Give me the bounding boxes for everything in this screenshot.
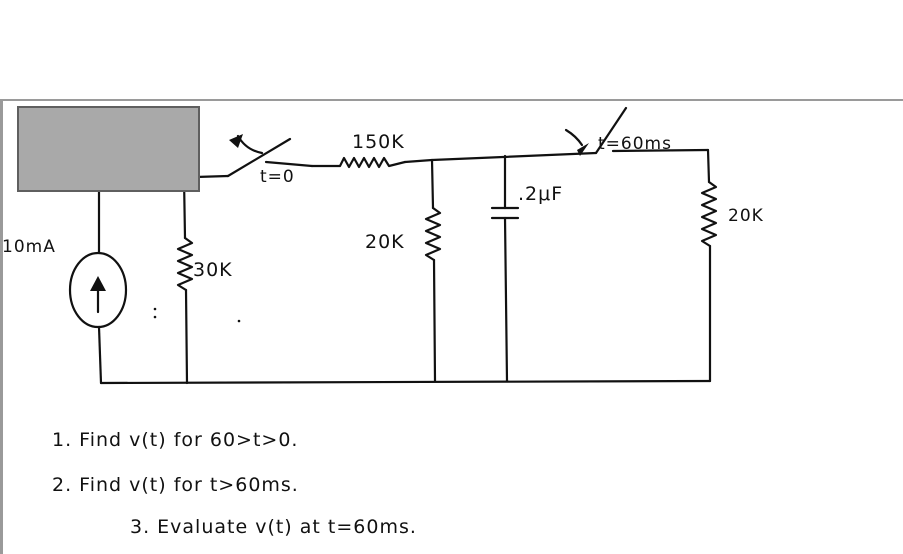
question-2: 2. Find v(t) for t>60ms. xyxy=(52,474,299,496)
question-3: 3. Evaluate v(t) at t=60ms. xyxy=(130,516,417,538)
switch1-label: t=0 xyxy=(260,167,295,187)
source-label: 10mA xyxy=(2,237,56,257)
r20k-load-label: 20K xyxy=(728,206,764,226)
capacitor-label: .2μF xyxy=(518,183,563,205)
stray-dot xyxy=(153,307,157,311)
current-arrow-icon xyxy=(90,276,106,314)
r20k-shunt-label: 20K xyxy=(365,231,405,253)
switch-t60ms xyxy=(564,106,710,156)
r20k-shunt-resistor-zigzag xyxy=(424,206,442,262)
stray-dot xyxy=(237,319,241,323)
stray-dot xyxy=(153,315,157,319)
r30k-resistor-zigzag xyxy=(176,236,194,292)
r150k-label: 150K xyxy=(352,131,405,153)
r30k-label: 30K xyxy=(193,259,233,281)
r20k-shunt-wire-top xyxy=(430,158,435,210)
frame-left-border xyxy=(0,99,3,554)
switch-t0 xyxy=(226,134,314,178)
switch2-label: t=60ms xyxy=(598,134,672,154)
r30k-wire-bottom xyxy=(184,288,189,385)
redaction-box xyxy=(17,106,200,192)
top-middle-wire xyxy=(403,151,598,164)
r20k-load-wire-top xyxy=(706,148,711,184)
source-wire-bottom xyxy=(97,325,103,385)
r20k-shunt-wire-bottom xyxy=(432,258,437,383)
capacitor-wire-bottom xyxy=(503,216,509,383)
frame-top-border xyxy=(0,99,903,101)
top-blank-area xyxy=(0,0,903,99)
r20k-load-resistor-zigzag xyxy=(700,180,718,248)
question-1: 1. Find v(t) for 60>t>0. xyxy=(52,429,298,451)
bottom-wire xyxy=(99,379,712,385)
r150k-resistor-zigzag xyxy=(310,156,407,169)
